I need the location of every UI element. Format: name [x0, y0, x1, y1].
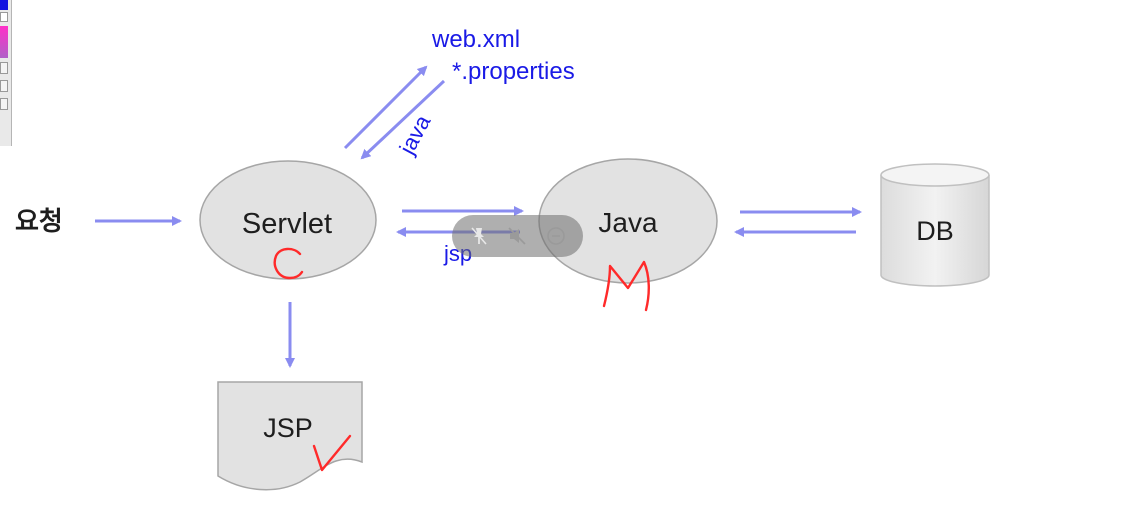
servlet-to-config-arrow — [343, 65, 428, 150]
view-annotation — [312, 434, 352, 472]
servlet-label: Servlet — [242, 208, 332, 240]
jsp-label: JSP — [263, 413, 313, 443]
request-label: 요청 — [15, 206, 63, 236]
jsp-node: JSP — [217, 381, 363, 491]
web-xml-label: web.xml — [431, 26, 520, 53]
java-edge-label: java — [394, 110, 436, 159]
color-palette[interactable] — [0, 0, 12, 146]
servlet-node: Servlet — [199, 160, 377, 280]
controller-annotation — [273, 247, 304, 280]
config-to-servlet-arrow — [360, 79, 446, 160]
db-label: DB — [916, 216, 954, 246]
minimize-icon[interactable] — [543, 223, 569, 249]
java-label: Java — [598, 207, 658, 238]
model-annotation — [602, 260, 650, 312]
db-node: DB — [880, 163, 990, 287]
properties-label: *.properties — [452, 58, 575, 85]
player-controls[interactable] — [452, 215, 583, 257]
pin-icon[interactable] — [466, 223, 492, 249]
mute-icon[interactable] — [504, 223, 530, 249]
